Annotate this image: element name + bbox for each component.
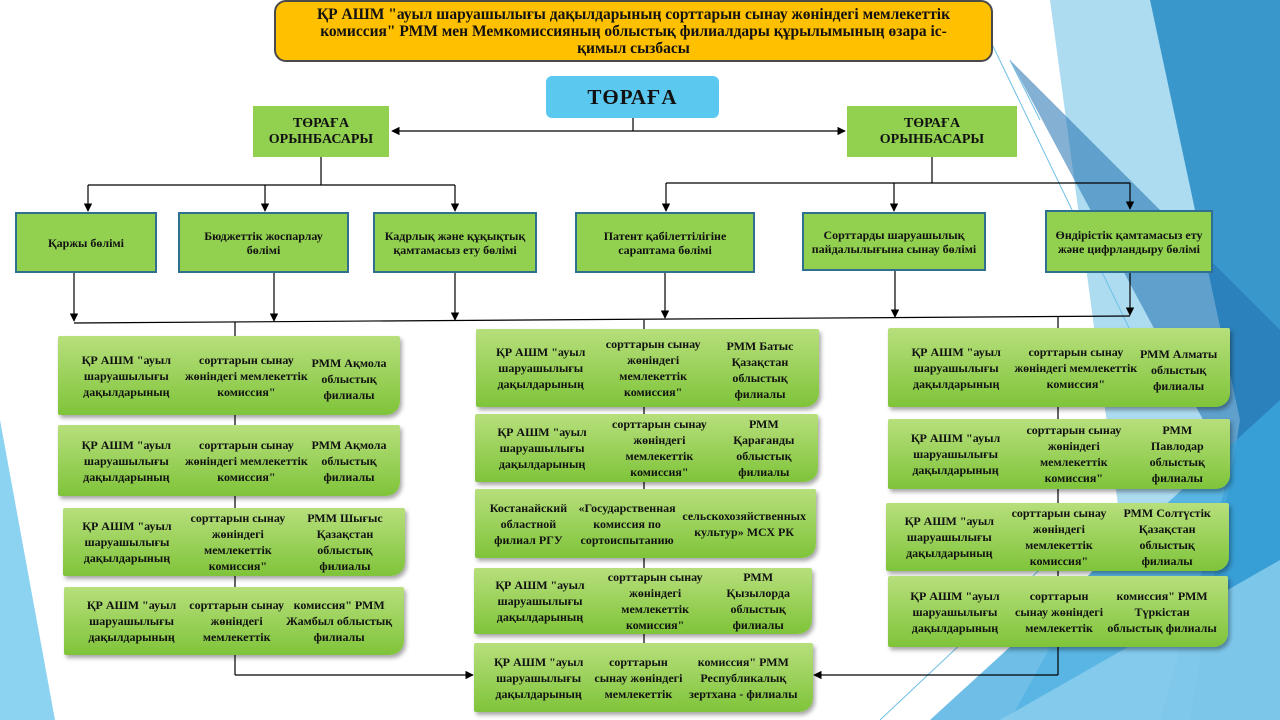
branch-line: РММ Павлодар облыстық филиалы <box>1149 423 1205 485</box>
diagram-title: ҚР АШМ "ауыл шаруашылығы дақылдарының со… <box>274 0 993 62</box>
branch-line: комиссия" РММ Түркістан облыстық филиалы <box>1107 588 1217 635</box>
branch-almaty: ҚР АШМ "ауыл шаруашылығы дақылдарының со… <box>888 328 1230 407</box>
branch-east-kazakhstan: ҚР АШМ "ауыл шаруашылығы дақылдарының со… <box>63 508 405 576</box>
branch-line: ҚР АШМ "ауыл шаруашылығы дақылдарының <box>904 514 994 560</box>
deputy-right-box: ТӨРАҒА ОРЫНБАСАРЫ <box>847 106 1017 157</box>
branch-line: сорттарын сынау жөніндегі мемлекеттік <box>594 654 683 701</box>
branch-line: ҚР АШМ "ауыл шаруашылығы дақылдарының <box>86 598 177 644</box>
production-department-box: Өндірістік қамтамасыз ету және цифрланды… <box>1045 210 1213 273</box>
branch-line: сорттарын сынау жөніндегі мемлекеттік ко… <box>184 352 308 399</box>
branch-akmola-1: ҚР АШМ "ауыл шаруашылығы дақылдарының со… <box>58 336 400 415</box>
branch-line: ҚР АШМ "ауыл шаруашылығы дақылдарының <box>911 344 1001 391</box>
branch-line: Костанайский областной филиал РГУ <box>489 500 568 547</box>
branch-republican-lab: ҚР АШМ "ауыл шаруашылығы дақылдарының со… <box>474 643 813 712</box>
branch-line: ҚР АШМ "ауыл шаруашылығы дақылдарының <box>496 345 586 391</box>
branch-line: «Государственная комиссия по сортоиспыта… <box>578 500 676 547</box>
patent-department-box: Патент қабілеттілігіне сараптама бөлімі <box>575 212 755 273</box>
branch-line: РММ Солтүстік Қазақстан облыстық филиалы <box>1123 506 1211 568</box>
branch-line: сорттарын сынау жөніндегі мемлекеттік ко… <box>1011 506 1107 568</box>
branch-line: сорттарын сынау жөніндегі мемлекеттік ко… <box>190 511 286 573</box>
varieties-department-box: Сорттарды шаруашылық пайдалылығына сынау… <box>802 212 986 271</box>
branch-line: РММ Батыс Қазақстан облыстық филиалы <box>726 339 794 401</box>
branch-line: ҚР АШМ "ауыл шаруашылығы дақылдарының <box>81 352 172 399</box>
branch-line: сорттарын сынау жөніндегі мемлекеттік ко… <box>1014 344 1138 391</box>
branch-karaganda: ҚР АШМ "ауыл шаруашылығы дақылдарының со… <box>475 414 818 482</box>
branch-line: сорттарын сынау жөніндегі мемлекеттік ко… <box>607 570 703 632</box>
branch-line: комиссия" РММ Республикалық зертхана - ф… <box>689 654 798 701</box>
branch-line: сорттарын сынау жөніндегі мемлекеттік ко… <box>605 337 701 399</box>
branch-line: сорттарын сынау жөніндегі мемлекеттік ко… <box>612 417 707 479</box>
branch-akmola-2: ҚР АШМ "ауыл шаруашылығы дақылдарының со… <box>58 425 400 496</box>
branch-pavlodar: ҚР АШМ "ауыл шаруашылығы дақылдарының со… <box>888 419 1230 489</box>
branch-line: сельскохозяйственных культур» МСХ РК <box>682 508 806 539</box>
branch-line: РММ Шығыс Қазақстан облыстық филиалы <box>307 511 383 573</box>
branch-line: сорттарын сынау жөніндегі мемлекеттік <box>189 598 285 644</box>
branch-line: ҚР АШМ "ауыл шаруашылығы дақылдарының <box>910 431 1001 477</box>
branch-line: сорттарын сынау жөніндегі мемлекеттік ко… <box>1026 423 1122 485</box>
branch-turkistan: ҚР АШМ "ауыл шаруашылығы дақылдарының со… <box>888 576 1228 647</box>
branch-line: ҚР АШМ "ауыл шаруашылығы дақылдарының <box>82 519 172 565</box>
branch-line: РММ Алматы облыстық филиалы <box>1140 346 1218 393</box>
branch-line: РММ Ақмола облыстық филиалы <box>311 437 387 484</box>
hr-legal-department-box: Кадрлық және құқықтық қамтамасыз ету бөл… <box>373 212 537 273</box>
branch-line: сорттарын сынау жөніндегі мемлекеттік <box>1015 588 1104 635</box>
chair-box: ТӨРАҒА <box>546 76 719 118</box>
branch-line: ҚР АШМ "ауыл шаруашылығы дақылдарының <box>497 425 587 471</box>
finance-department-box: Қаржы бөлімі <box>15 212 157 273</box>
branch-line: сорттарын сынау жөніндегі мемлекеттік ко… <box>184 437 308 484</box>
budget-department-box: Бюджеттік жоспарлау бөлімі <box>178 212 349 273</box>
branch-line: ҚР АШМ "ауыл шаруашылығы дақылдарының <box>495 578 585 624</box>
branch-line: ҚР АШМ "ауыл шаруашылығы дақылдарының <box>493 654 584 701</box>
branch-kostanay: Костанайский областной филиал РГУ «Госуд… <box>475 489 816 558</box>
branch-line: комиссия" РММ Жамбыл облыстық филиалы <box>286 598 393 644</box>
branch-line: ҚР АШМ "ауыл шаруашылығы дақылдарының <box>910 588 1000 635</box>
branch-line: РММ Қарағанды облыстық филиалы <box>733 417 795 479</box>
branch-kyzylorda: ҚР АШМ "ауыл шаруашылығы дақылдарының со… <box>474 568 812 634</box>
branch-zhambyl: ҚР АШМ "ауыл шаруашылығы дақылдарының со… <box>64 587 404 655</box>
branch-west-kazakhstan: ҚР АШМ "ауыл шаруашылығы дақылдарының со… <box>476 329 819 407</box>
branch-north-kazakhstan: ҚР АШМ "ауыл шаруашылығы дақылдарының со… <box>886 503 1229 571</box>
branch-line: ҚР АШМ "ауыл шаруашылығы дақылдарының <box>81 437 172 484</box>
deputy-left-box: ТӨРАҒА ОРЫНБАСАРЫ <box>253 106 389 157</box>
branch-line: РММ Ақмола облыстық филиалы <box>311 355 387 402</box>
branch-line: РММ Қызылорда облыстық филиалы <box>726 570 790 632</box>
